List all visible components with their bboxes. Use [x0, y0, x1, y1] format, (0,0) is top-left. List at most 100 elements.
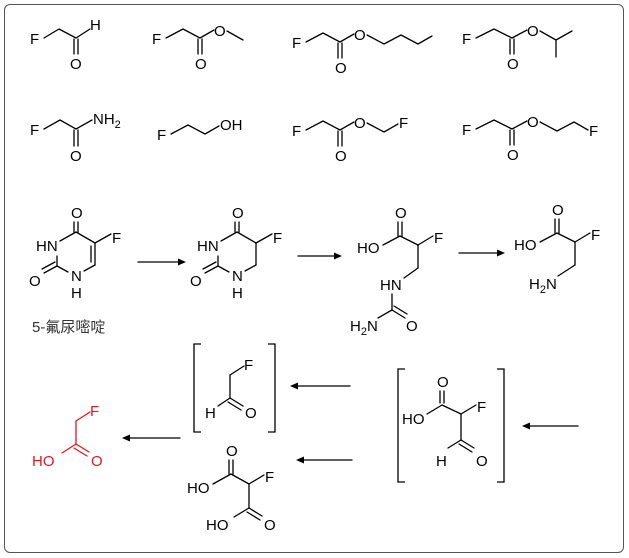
atom-O: O: [71, 205, 83, 222]
compound-fluoro-beta-alanine: O HO F H2N: [514, 202, 600, 296]
bond-ring: [83, 264, 96, 272]
bond-ring: [59, 231, 77, 242]
bond-chain: [426, 404, 477, 415]
bond-co2-2: [202, 261, 217, 270]
atom-F: F: [112, 230, 121, 247]
atom-F: F: [30, 31, 39, 48]
atom-F: F: [265, 469, 274, 486]
bond-ch2f: [366, 122, 399, 133]
compound-dihydro-fluorouracil: O HN F O N H: [190, 205, 282, 302]
bracket-left: [193, 343, 201, 433]
atom-F: F: [434, 230, 443, 247]
atom-O: O: [245, 405, 257, 422]
atom-HO: HO: [514, 237, 537, 254]
atom-O: O: [507, 56, 519, 73]
bond-isopropyl: [539, 30, 573, 41]
bracket-fluoromalonic-semialdehyde: O HO F H O: [397, 368, 505, 483]
atom-O: O: [335, 60, 347, 77]
compound-5-fluorouracil: O HN F O N H: [29, 205, 121, 302]
bond-cf: [255, 233, 273, 244]
atom-F: F: [244, 357, 253, 374]
bond-chain: [539, 232, 591, 243]
bond-ethyl: [539, 121, 589, 132]
bond-cn: [557, 264, 576, 277]
atom-O: O: [354, 27, 366, 44]
atom-O: O: [91, 453, 103, 470]
bond-co2-1: [248, 507, 263, 517]
bond-co2-1: [204, 265, 219, 274]
atom-O: O: [354, 115, 366, 132]
bond-chain: [305, 120, 355, 131]
atom-HO: HO: [187, 480, 210, 497]
bond-cho-2: [458, 443, 473, 453]
bond-ch: [217, 397, 231, 407]
arrow-3: [458, 249, 505, 257]
atom-HN: HN: [380, 277, 402, 294]
bond-co2-2: [246, 511, 261, 521]
bond-cho-1: [460, 439, 475, 449]
bond-cf: [75, 411, 91, 422]
atom-HN: HN: [197, 238, 219, 255]
atom-H: H: [205, 405, 216, 422]
atom-F: F: [462, 31, 471, 48]
bond-ring: [244, 264, 257, 272]
arrow-2: [297, 252, 342, 260]
compound-fluoromethyl-fluoroacetate: F O F O: [292, 115, 408, 165]
bond-ch: [447, 439, 462, 449]
atom-N: N: [232, 268, 243, 285]
arrow-7: [122, 434, 181, 442]
atom-O: O: [264, 517, 276, 534]
bond-chain: [382, 235, 434, 246]
atom-F: F: [90, 403, 99, 420]
compound-fluoromalonic-acid: O HO F HO O: [187, 443, 276, 534]
bond-chain: [43, 119, 93, 130]
bond-chain: [43, 28, 91, 39]
bond-ring: [217, 265, 230, 273]
bond-co2-1: [43, 265, 58, 274]
bond-co-2: [73, 447, 88, 457]
arrow-4: [522, 422, 579, 430]
bond-co-1: [75, 443, 90, 453]
atom-F: F: [462, 122, 471, 139]
atom-O: O: [552, 202, 564, 219]
bond-propyl: [366, 34, 433, 45]
atom-H: H: [232, 285, 243, 302]
caption-5-fluorouracil: 5-氟尿嘧啶: [32, 319, 105, 336]
atom-HO: HO: [357, 240, 380, 257]
atom-NH2: NH2: [93, 111, 121, 131]
compound-fluoroacetic-acid: F HO O: [32, 403, 103, 470]
bracket-right: [268, 343, 276, 433]
atom-HN: HN: [36, 238, 58, 255]
bracket-fluoroacetaldehyde: F H O: [193, 343, 276, 433]
atom-O: O: [476, 453, 488, 470]
atom-F: F: [591, 227, 600, 244]
bond-cn2: [377, 309, 393, 319]
bracket-left: [397, 368, 405, 483]
atom-F: F: [157, 127, 166, 144]
atom-O: O: [29, 273, 41, 290]
atom-F: F: [292, 123, 301, 140]
compound-fluoroacetaldehyde: F H O: [30, 17, 101, 73]
atom-O: O: [395, 205, 407, 222]
compound-propyl-fluoroacetate: F O O: [292, 27, 433, 77]
atom-H2N: H2N: [350, 318, 378, 338]
atom-HO: HO: [32, 453, 55, 470]
bond-ring: [236, 231, 257, 244]
atom-F: F: [589, 123, 598, 140]
bond-co2-2: [41, 261, 56, 270]
compound-fluoroacetamide: F O NH2: [30, 111, 121, 165]
atom-O: O: [70, 148, 82, 165]
bond-cho-1: [229, 397, 244, 407]
atom-O: O: [214, 23, 226, 40]
figure-frame: [4, 4, 624, 553]
arrow-1: [137, 258, 186, 266]
bond-chain: [305, 32, 355, 43]
atom-O: O: [437, 374, 449, 391]
atom-N: N: [71, 268, 82, 285]
bond-methyl: [226, 30, 244, 41]
bond-coh: [233, 507, 250, 518]
atom-O: O: [195, 56, 207, 73]
atom-F: F: [477, 399, 486, 416]
compound-fluoroethyl-fluoroacetate: F O F O: [462, 114, 598, 164]
atom-O: O: [527, 114, 539, 131]
